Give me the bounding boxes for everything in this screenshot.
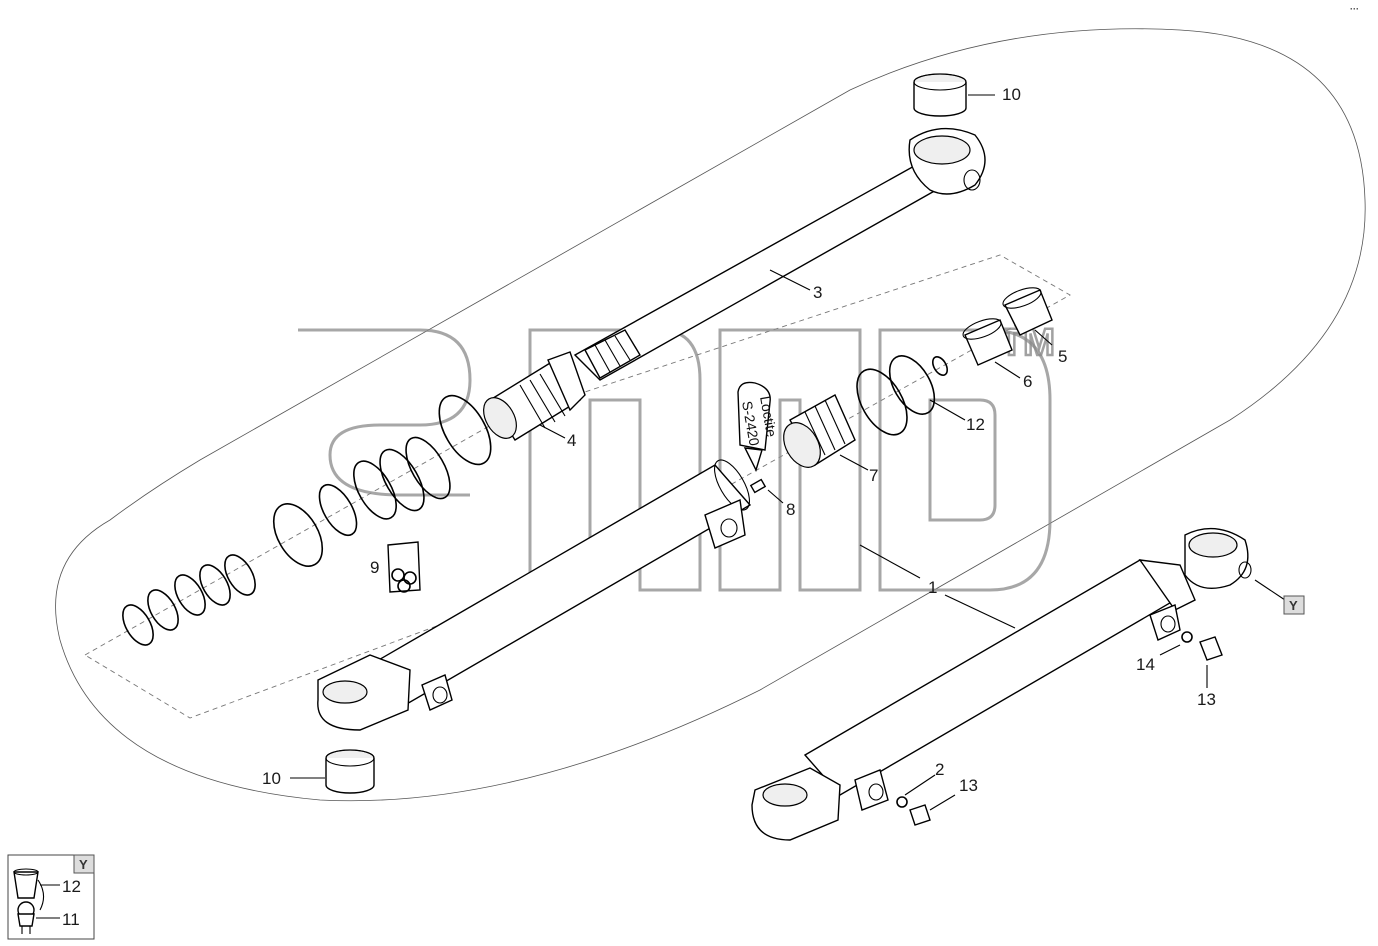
loctite-label-2: S-2420 <box>739 400 763 447</box>
callout-12-right: 12 <box>966 415 985 434</box>
callout-3: 3 <box>813 283 822 302</box>
bushing-top <box>913 73 967 117</box>
callout-6: 6 <box>1023 372 1032 391</box>
assembled-cylinder <box>751 527 1252 841</box>
callout-4: 4 <box>567 431 576 450</box>
group-outline <box>55 28 1366 802</box>
callout-14: 14 <box>1136 655 1155 674</box>
detail-tag-y-text: Y <box>1289 598 1298 613</box>
detail-inset: Y <box>7 854 95 940</box>
seal-rings-right <box>856 355 949 436</box>
bushing-bottom <box>325 749 375 794</box>
callout-7: 7 <box>869 466 878 485</box>
callout-13-right: 13 <box>1197 690 1216 709</box>
callout-12-inset: 12 <box>62 877 81 896</box>
corner-mark: ··· <box>1350 4 1359 14</box>
callout-9: 9 <box>370 558 379 577</box>
callout-5: 5 <box>1058 347 1067 366</box>
callout-10-bottom: 10 <box>262 769 281 788</box>
callout-13-bottom: 13 <box>959 776 978 795</box>
assembly-boundary <box>84 254 1071 719</box>
callout-8: 8 <box>786 500 795 519</box>
callout-1: 1 <box>928 578 937 597</box>
seal-kit-bag <box>387 541 421 593</box>
detail-inset-tag: Y <box>79 857 88 872</box>
callout-2: 2 <box>935 760 944 779</box>
piston <box>483 351 586 441</box>
piston-rod <box>573 127 986 381</box>
loctite-label-1: Loctite <box>757 395 780 439</box>
detail-tag-y <box>1283 595 1305 615</box>
seal-rings-left <box>122 394 492 646</box>
cylinder-head <box>783 394 856 468</box>
cylinder-barrel <box>317 459 752 731</box>
callout-11-inset: 11 <box>62 910 80 929</box>
wiper-bushings <box>962 287 1053 366</box>
loctite-tube: Loctite S-2420 <box>737 381 780 494</box>
callout-10-top: 10 <box>1002 85 1021 104</box>
